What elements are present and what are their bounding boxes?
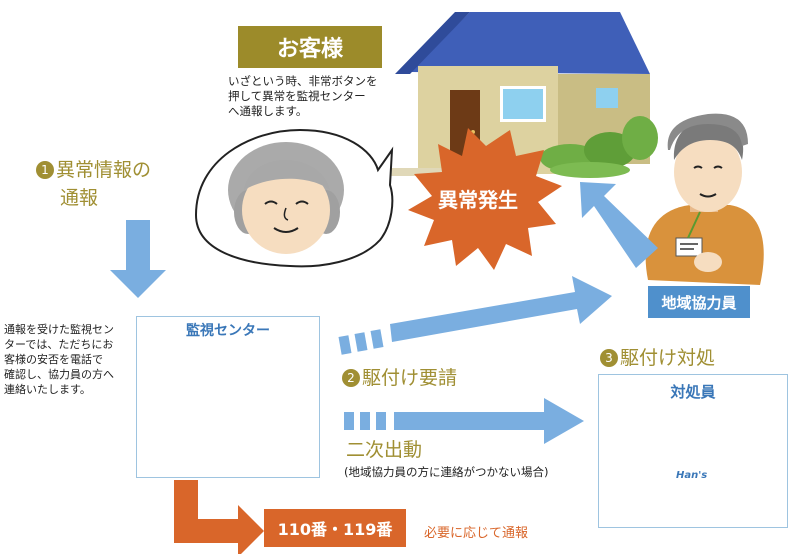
- arrow-emergency: [174, 480, 264, 554]
- emergency-number-box: 110番・119番: [264, 509, 406, 547]
- customer-description: いざという時、非常ボタンを 押して異常を監視センター へ通報します。: [228, 74, 398, 119]
- local-helper-illustration: [645, 113, 764, 285]
- arrow-helper-to-house: [580, 182, 658, 268]
- house-illustration: [384, 12, 658, 178]
- center-description-line: 連絡いたします。: [4, 383, 91, 396]
- grandmother-illustration: [228, 142, 344, 254]
- arrow-step2: [338, 276, 612, 355]
- arrow-secondary-dispatch: [344, 398, 584, 444]
- customer-description-line: へ通報します。: [228, 104, 308, 118]
- monitoring-center-description: 通報を受けた監視セン ターでは、ただちにお 客様の安否を電話で 確認し、協力員の…: [4, 322, 138, 397]
- customer-description-line: 押して異常を監視センター: [228, 89, 366, 103]
- step3-number: 3: [600, 349, 618, 367]
- step1-number: 1: [36, 161, 54, 179]
- customer-description-line: いざという時、非常ボタンを: [228, 74, 378, 88]
- step1-line1: 異常情報の: [56, 159, 152, 181]
- step2-number: 2: [342, 369, 360, 387]
- step3-text: 駆付け対処: [620, 347, 716, 369]
- center-description-line: 確認し、協力員の方へ: [4, 368, 114, 381]
- center-description-line: ターでは、ただちにお: [4, 338, 114, 351]
- monitoring-center-title: 監視センター: [186, 323, 270, 339]
- secondary-dispatch-label: 二次出動: [346, 439, 423, 461]
- center-description-line: 客様の安否を電話で: [4, 353, 103, 366]
- secondary-dispatch-note: (地域協力員の方に連絡がつかない場合): [344, 465, 549, 479]
- local-helper-badge: 地域協力員: [648, 286, 750, 318]
- responder-title: 対処員: [670, 383, 716, 401]
- monitoring-center-panel: 監視センター: [136, 316, 320, 478]
- arrow-step1: [110, 220, 166, 298]
- emergency-note: 必要に応じて通報: [424, 526, 529, 541]
- center-description-line: 通報を受けた監視セン: [4, 323, 114, 336]
- customer-title: お客様: [238, 26, 382, 68]
- step1-line2: 通報: [60, 187, 99, 209]
- alert-burst: [408, 128, 562, 270]
- alert-label: 異常発生: [438, 188, 518, 212]
- responder-panel: 対処員: [598, 374, 788, 528]
- step2-text: 駆付け要請: [362, 367, 458, 389]
- car-logo-text: Han's: [676, 470, 708, 481]
